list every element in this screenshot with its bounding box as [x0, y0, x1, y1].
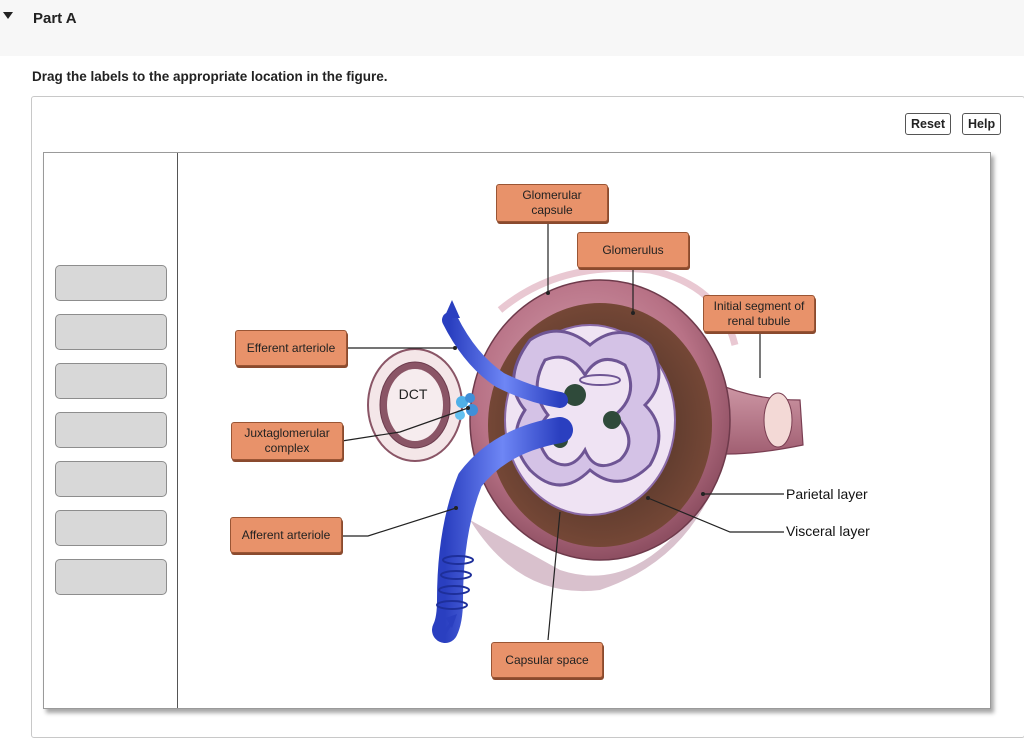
label-bank-slot[interactable]	[55, 461, 167, 497]
part-title: Part A	[33, 10, 77, 27]
label-bank-slot[interactable]	[55, 510, 167, 546]
visceral-layer-label: Visceral layer	[786, 523, 870, 539]
label-bank-slot[interactable]	[55, 314, 167, 350]
label-capsular-space[interactable]: Capsular space	[491, 642, 603, 678]
capsule-shadow	[470, 470, 720, 592]
collapse-caret-icon[interactable]	[3, 12, 13, 19]
instruction-text: Drag the labels to the appropriate locat…	[32, 69, 388, 84]
label-bank-slot[interactable]	[55, 412, 167, 448]
leader-dots	[453, 291, 705, 510]
frame-divider	[177, 153, 178, 708]
afferent-arrow-icon	[446, 614, 457, 628]
label-bank-slot[interactable]	[55, 265, 167, 301]
afferent-vessel	[432, 417, 573, 643]
glomerulus-tuft	[504, 324, 676, 516]
efferent-vessel	[442, 312, 568, 408]
label-glomerulus[interactable]: Glomerulus	[577, 232, 689, 268]
efferent-arrow-icon	[444, 300, 460, 318]
dct-tubule	[367, 348, 463, 462]
parietal-layer-label: Parietal layer	[786, 486, 868, 502]
reset-button[interactable]: Reset	[905, 113, 952, 135]
label-afferent-arteriole[interactable]: Afferent arteriole	[230, 517, 342, 553]
label-juxtaglomerular-complex[interactable]: Juxtaglomerular complex	[231, 422, 343, 460]
label-glomerular-capsule[interactable]: Glomerular capsule	[496, 184, 608, 222]
afferent-coils	[436, 555, 474, 610]
label-initial-segment[interactable]: Initial segment of renal tubule	[703, 295, 815, 332]
leader-lines	[341, 222, 784, 641]
renal-corpuscle-illustration: DCT	[341, 222, 804, 643]
dct-text: DCT	[399, 386, 428, 402]
afferent-arrow-shaft	[438, 621, 454, 641]
label-efferent-arteriole[interactable]: Efferent arteriole	[235, 330, 347, 366]
tubule-lumen	[763, 392, 793, 448]
help-button[interactable]: Help	[962, 113, 1002, 135]
label-bank-slot[interactable]	[55, 559, 167, 595]
label-bank-slot[interactable]	[55, 363, 167, 399]
part-header[interactable]: Part A	[0, 0, 1024, 56]
